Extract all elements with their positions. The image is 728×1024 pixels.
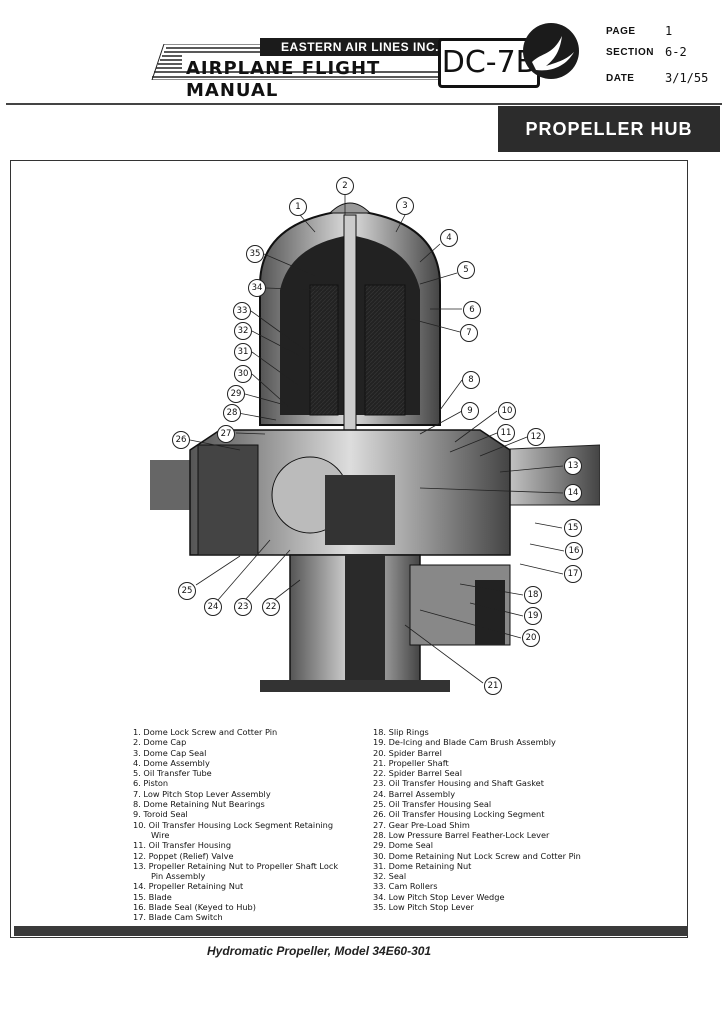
callout-3: 3 bbox=[396, 197, 414, 215]
legend-item: 30. Dome Retaining Nut Lock Screw and Co… bbox=[373, 850, 581, 861]
page-value: 1 bbox=[665, 24, 673, 38]
legend-item: 13. Propeller Retaining Nut to Propeller… bbox=[133, 860, 339, 871]
legend-item: 14. Propeller Retaining Nut bbox=[133, 881, 244, 892]
header-banner: EASTERN AIR LINES INC. AIRPLANE FLIGHT M… bbox=[142, 14, 584, 101]
legend-item: 2. Dome Cap bbox=[133, 737, 187, 748]
company-name: EASTERN AIR LINES INC. bbox=[260, 38, 460, 56]
date-value: 3/1/55 bbox=[665, 71, 709, 85]
callout-25: 25 bbox=[178, 582, 196, 600]
legend-item: 4. Dome Assembly bbox=[133, 757, 210, 768]
callout-layer bbox=[189, 195, 565, 684]
legend-item: 18. Slip Rings bbox=[373, 727, 429, 737]
callout-5: 5 bbox=[457, 261, 475, 279]
callout-9: 9 bbox=[461, 402, 479, 420]
header-rule bbox=[6, 103, 722, 105]
legend-item: 1. Dome Lock Screw and Cotter Pin bbox=[133, 727, 278, 737]
legend-item: 9. Toroid Seal bbox=[133, 809, 188, 820]
callout-15: 15 bbox=[564, 519, 582, 537]
falcon-logo-icon bbox=[523, 23, 579, 79]
legend-item: 24. Barrel Assembly bbox=[373, 788, 456, 799]
frame-shadow bbox=[14, 926, 688, 936]
callout-30: 30 bbox=[234, 365, 252, 383]
legend-item: 28. Low Pressure Barrel Feather-Lock Lev… bbox=[373, 829, 550, 840]
callout-17: 17 bbox=[564, 565, 582, 583]
callout-28: 28 bbox=[223, 404, 241, 422]
legend-item: 33. Cam Rollers bbox=[373, 881, 438, 892]
legend-item: Wire bbox=[151, 829, 170, 840]
callout-16: 16 bbox=[565, 542, 583, 560]
legend-item: 19. De-Icing and Blade Cam Brush Assembl… bbox=[373, 737, 556, 748]
callout-18: 18 bbox=[524, 586, 542, 604]
callout-1: 1 bbox=[289, 198, 307, 216]
legend-item: 12. Poppet (Relief) Valve bbox=[133, 850, 234, 861]
callout-10: 10 bbox=[498, 402, 516, 420]
legend-item: Pin Assembly bbox=[151, 871, 206, 882]
callout-22: 22 bbox=[262, 598, 280, 616]
legend-item: 15. Blade bbox=[133, 891, 172, 902]
callout-14: 14 bbox=[564, 484, 582, 502]
callout-20: 20 bbox=[522, 629, 540, 647]
figure-caption: Hydromatic Propeller, Model 34E60-301 bbox=[207, 944, 432, 958]
legend-item: 27. Gear Pre-Load Shim bbox=[373, 819, 470, 830]
legend-item: 35. Low Pitch Stop Lever bbox=[373, 902, 474, 913]
callout-19: 19 bbox=[524, 607, 542, 625]
legend-item: 25. Oil Transfer Housing Seal bbox=[373, 799, 492, 810]
legend-item: 11. Oil Transfer Housing bbox=[133, 840, 232, 851]
callout-26: 26 bbox=[172, 431, 190, 449]
propeller-hub-drawing bbox=[150, 202, 600, 692]
legend-item: 31. Dome Retaining Nut bbox=[373, 860, 472, 871]
callout-12: 12 bbox=[527, 428, 545, 446]
legend-item: 10. Oil Transfer Housing Lock Segment Re… bbox=[133, 819, 334, 830]
callout-4: 4 bbox=[440, 229, 458, 247]
legend-item: 26. Oil Transfer Housing Locking Segment bbox=[373, 809, 545, 820]
legend-item: 23. Oil Transfer Housing and Shaft Gaske… bbox=[373, 778, 544, 789]
callout-24: 24 bbox=[204, 598, 222, 616]
legend-item: 22. Spider Barrel Seal bbox=[373, 768, 462, 779]
callout-2: 2 bbox=[336, 177, 354, 195]
section-title: PROPELLER HUB bbox=[498, 106, 720, 152]
legend-item: 8. Dome Retaining Nut Bearings bbox=[133, 799, 265, 810]
callout-35: 35 bbox=[246, 245, 264, 263]
callout-32: 32 bbox=[234, 322, 252, 340]
legend-item: 16. Blade Seal (Keyed to Hub) bbox=[133, 902, 256, 913]
callout-31: 31 bbox=[234, 343, 252, 361]
page-label: PAGE bbox=[606, 26, 636, 37]
callout-23: 23 bbox=[234, 598, 252, 616]
callout-6: 6 bbox=[463, 301, 481, 319]
legend-item: 20. Spider Barrel bbox=[373, 747, 442, 758]
callout-34: 34 bbox=[248, 279, 266, 297]
callout-11: 11 bbox=[497, 424, 515, 442]
legend-item: 5. Oil Transfer Tube bbox=[133, 768, 212, 779]
legend-item: 34. Low Pitch Stop Lever Wedge bbox=[373, 891, 505, 902]
callout-21: 21 bbox=[484, 677, 502, 695]
callout-8: 8 bbox=[462, 371, 480, 389]
callout-29: 29 bbox=[227, 385, 245, 403]
legend-item: 7. Low Pitch Stop Lever Assembly bbox=[133, 788, 271, 799]
callout-27: 27 bbox=[217, 425, 235, 443]
callout-33: 33 bbox=[233, 302, 251, 320]
legend-item: 6. Piston bbox=[133, 778, 169, 789]
manual-title: AIRPLANE FLIGHT MANUAL bbox=[186, 58, 381, 101]
date-label: DATE bbox=[606, 73, 635, 84]
callout-13: 13 bbox=[564, 457, 582, 475]
legend-item: 32. Seal bbox=[373, 871, 407, 882]
section-label: SECTION bbox=[606, 47, 654, 58]
section-value: 6-2 bbox=[665, 45, 687, 59]
legend-item: 3. Dome Cap Seal bbox=[133, 747, 207, 758]
legend-item: 29. Dome Seal bbox=[373, 840, 434, 851]
figure-frame bbox=[10, 160, 688, 938]
legend-item: 21. Propeller Shaft bbox=[373, 757, 449, 768]
callout-7: 7 bbox=[460, 324, 478, 342]
legend-item: 17. Blade Cam Switch bbox=[133, 912, 223, 923]
